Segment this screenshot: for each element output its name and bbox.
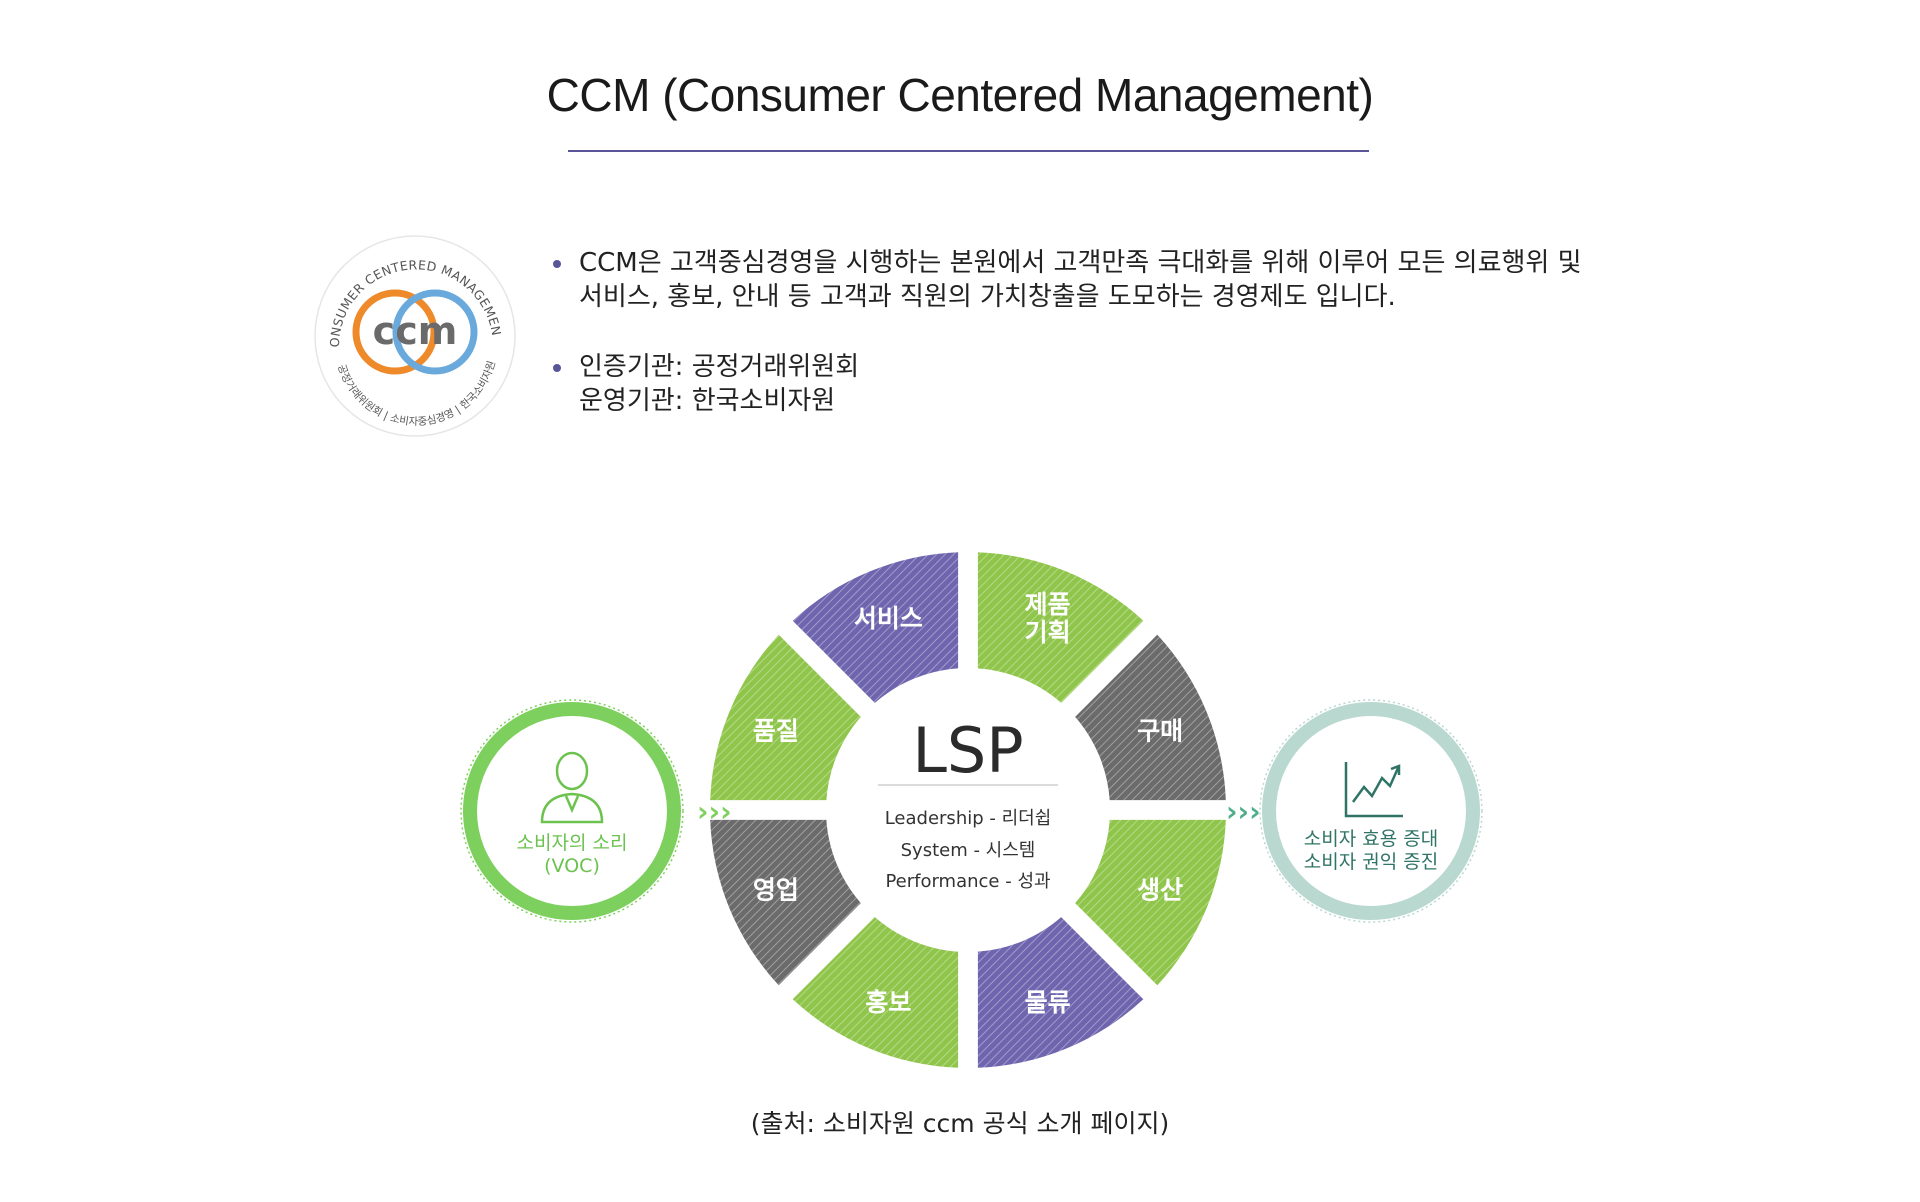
lsp-segment-texture [1075, 819, 1226, 986]
ccm-badge: CONSUMER CENTERED MANAGEMENT 공정거래위원회 | 소… [313, 234, 516, 437]
lsp-segment-texture [710, 819, 861, 986]
voc-label: (VOC) [544, 855, 600, 877]
info-line: 인증기관: 공정거래위원회 [579, 352, 860, 382]
lsp-segment-label: 서비스 [854, 604, 923, 633]
source-caption: (출처: 소비자원 ccm 공식 소개 페이지) [750, 1109, 1170, 1138]
lsp-segment-label: 물류 [1025, 988, 1071, 1017]
page-title: CCM (Consumer Centered Management) [546, 69, 1374, 121]
lsp-segment-label: 기획 [1025, 618, 1071, 647]
outcome-label: 소비자 효용 증대 [1304, 828, 1438, 850]
outcome-label: 소비자 권익 증진 [1304, 851, 1438, 873]
info-line: 운영기관: 한국소비자원 [579, 386, 836, 416]
lsp-segment-label: 구매 [1137, 716, 1183, 745]
lsp-segment-label: 제품 [1025, 590, 1071, 619]
lsp-segment-label: 영업 [753, 876, 799, 905]
outcome-circle-outline [1259, 699, 1483, 923]
info-list: CCM은 고객중심경영을 시행하는 본원에서 고객만족 극대화를 위해 이루어 … [553, 246, 1582, 454]
lsp-center-line: System - 시스템 [901, 840, 1036, 861]
lsp-center-title: LSP [912, 714, 1023, 787]
lsp-center-line: Leadership - 리더쉽 [885, 808, 1052, 829]
bullet-dot-icon [553, 260, 561, 268]
outcome-circle [1262, 702, 1480, 920]
lsp-segment-texture [1075, 634, 1226, 801]
info-line: CCM은 고객중심경영을 시행하는 본원에서 고객만족 극대화를 위해 이루어 … [579, 248, 1582, 278]
arrow-right-chevrons: ››› [1226, 795, 1261, 828]
lsp-segment-label: 홍보 [865, 988, 911, 1017]
lsp-segment-texture [710, 634, 861, 801]
lsp-segment-texture [977, 917, 1144, 1068]
bullet-dot-icon [553, 364, 561, 372]
badge-orange-ring [352, 289, 438, 375]
info-bullet-agencies: 인증기관: 공정거래위원회 운영기관: 한국소비자원 [553, 350, 1582, 418]
lsp-segment-texture [977, 552, 1144, 703]
voc-label: 소비자의 소리 [517, 832, 628, 854]
info-bullet-description: CCM은 고객중심경영을 시행하는 본원에서 고객만족 극대화를 위해 이루어 … [553, 246, 1582, 314]
growth-chart-icon [1344, 762, 1403, 818]
info-line: 서비스, 홍보, 안내 등 고객과 직원의 가치창출을 도모하는 경영제도 입니… [579, 282, 1396, 312]
title-underline [568, 150, 1369, 152]
lsp-center-line: Performance - 성과 [885, 871, 1050, 892]
badge-logo-text: ccm [373, 309, 458, 353]
lsp-segment-texture [792, 917, 959, 1068]
lsp-center-circle [831, 673, 1105, 947]
badge-blue-ring [392, 289, 478, 375]
lsp-segment-label: 생산 [1137, 876, 1183, 905]
lsp-segment-label: 품질 [753, 716, 799, 745]
lsp-segment-texture [792, 552, 959, 703]
arrow-left-chevrons: ››› [697, 795, 732, 828]
person-icon [540, 751, 604, 824]
voc-circle-outline [460, 699, 684, 923]
